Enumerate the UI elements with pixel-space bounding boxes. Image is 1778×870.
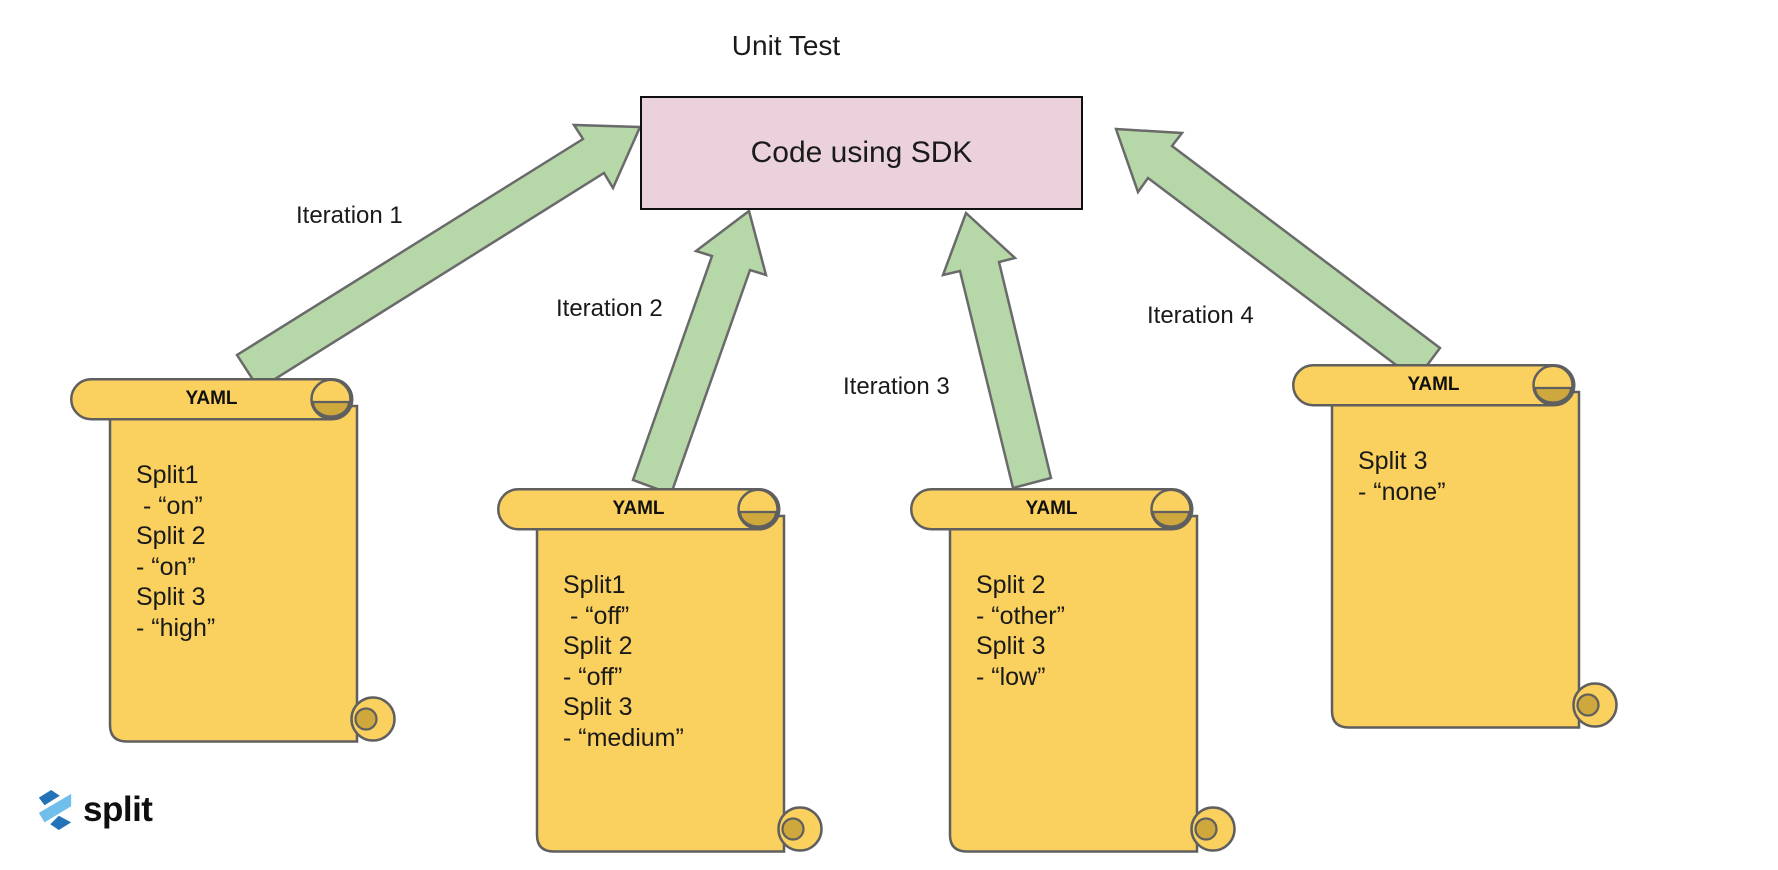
split-logo-text: split [83, 790, 153, 829]
yaml-scroll-3-header: YAML [1025, 498, 1078, 519]
yaml-scroll-1-header: YAML [185, 388, 238, 409]
iteration-1-arrow [235, 123, 642, 391]
code-using-sdk-box: Code using SDK [640, 96, 1083, 210]
iteration-4-arrow [1114, 127, 1442, 382]
scroll-shape-icon [70, 378, 396, 743]
scroll-shape-icon [910, 488, 1236, 853]
iteration-3-label: Iteration 3 [843, 373, 950, 400]
yaml-scroll-1: YAML Split1 - “on” Split 2 - “on” Split … [70, 378, 400, 743]
yaml-scroll-3: YAML Split 2 - “other” Split 3 - “low” [910, 488, 1240, 853]
scroll-shape-icon [1292, 364, 1618, 729]
yaml-scroll-1-content: Split1 - “on” Split 2 - “on” Split 3 - “… [136, 461, 216, 642]
split-logo: split [36, 786, 153, 834]
yaml-scroll-4: YAML Split 3 - “none” [1292, 364, 1622, 729]
iteration-2-arrow [631, 208, 768, 496]
yaml-scroll-2-content: Split1 - “off” Split 2 - “off” Split 3 -… [563, 571, 684, 752]
page-title: Unit Test [731, 30, 841, 61]
scroll-shape-icon [497, 488, 823, 853]
yaml-scroll-4-header: YAML [1407, 374, 1460, 395]
yaml-scroll-3-content: Split 2 - “other” Split 3 - “low” [976, 571, 1065, 691]
iteration-3-arrow [941, 210, 1053, 490]
code-using-sdk-label: Code using SDK [750, 136, 973, 169]
yaml-scroll-2: YAML Split1 - “off” Split 2 - “off” Spli… [497, 488, 827, 853]
yaml-scroll-2-header: YAML [612, 498, 665, 519]
yaml-scroll-4-content: Split 3 - “none” [1358, 447, 1446, 506]
iteration-1-label: Iteration 1 [296, 202, 403, 229]
iteration-4-label: Iteration 4 [1147, 302, 1254, 329]
split-logo-icon [38, 790, 72, 830]
iteration-2-label: Iteration 2 [556, 295, 663, 322]
